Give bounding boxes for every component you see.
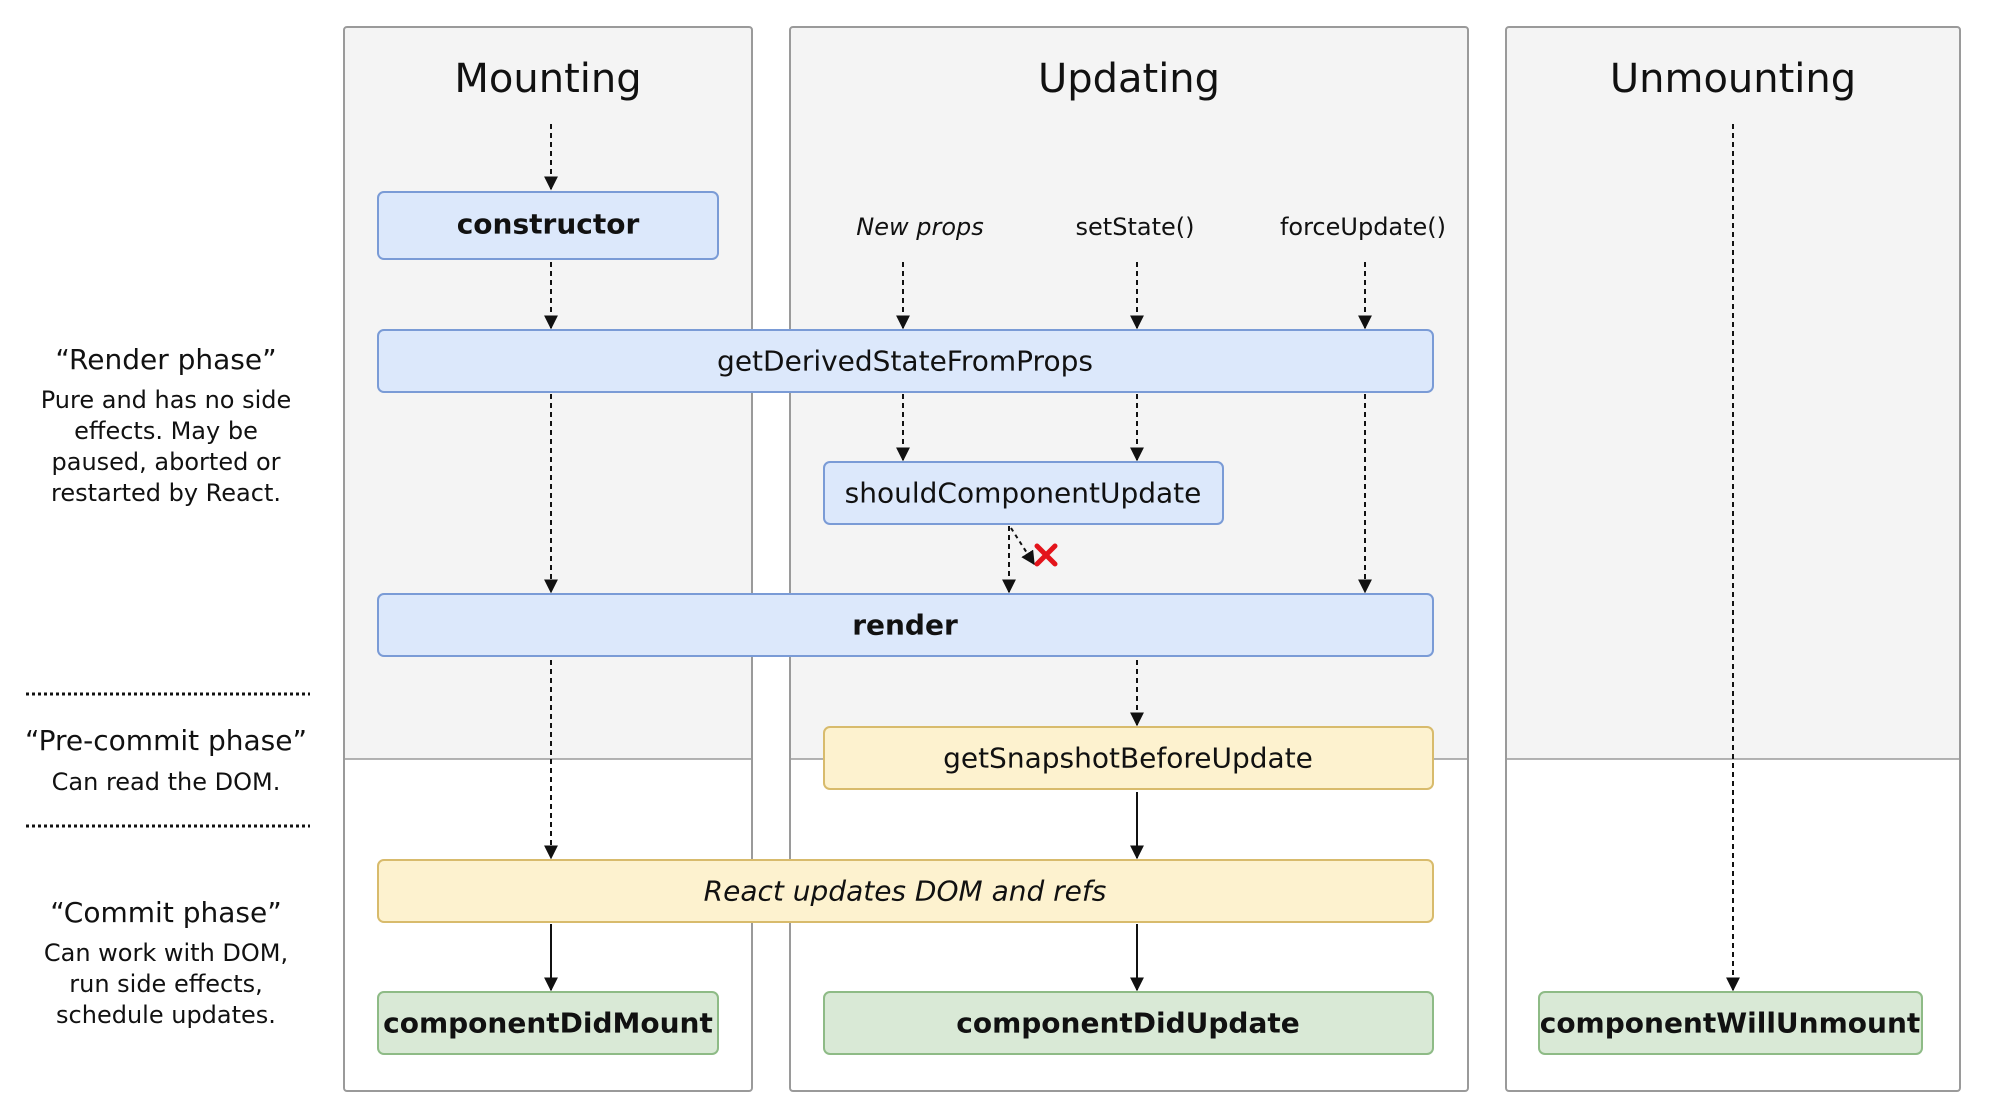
precommit-phase-desc-line: Can read the DOM.	[52, 768, 281, 796]
mounting-panel	[343, 26, 753, 1092]
precommit-phase-note: “Pre-commit phase” Can read the DOM.	[25, 724, 307, 796]
commit-phase-desc-line: Can work with DOM,	[44, 939, 288, 967]
get-snapshot-box: getSnapshotBeforeUpdate	[823, 726, 1434, 790]
render-phase-note: “Render phase” Pure and has no side effe…	[41, 343, 292, 507]
component-did-update-box: componentDidUpdate	[823, 991, 1434, 1055]
get-derived-state-box: getDerivedStateFromProps	[377, 329, 1434, 393]
render-phase-title: “Render phase”	[55, 343, 276, 376]
component-will-unmount-label: componentWillUnmount	[1540, 1007, 1921, 1040]
component-did-mount-box: componentDidMount	[377, 991, 719, 1055]
commit-phase-desc-line: schedule updates.	[56, 1001, 276, 1029]
should-component-update-label: shouldComponentUpdate	[845, 477, 1202, 510]
react-updates-label: React updates DOM and refs	[704, 875, 1107, 908]
constructor-label: constructor	[457, 208, 640, 241]
arrow-should-cancel	[1010, 527, 1035, 566]
commit-phase-desc-line: run side effects,	[69, 970, 263, 998]
arrows	[544, 124, 1740, 992]
unmounting-title: Unmounting	[1610, 56, 1856, 102]
render-phase-desc-line: Pure and has no side	[41, 386, 292, 414]
should-component-update-box: shouldComponentUpdate	[823, 461, 1224, 525]
trigger-set-state: setState()	[1076, 213, 1195, 241]
get-snapshot-label: getSnapshotBeforeUpdate	[943, 742, 1313, 775]
render-phase-desc-line: effects. May be	[74, 417, 258, 445]
precommit-phase-title: “Pre-commit phase”	[25, 724, 307, 757]
trigger-new-props: New props	[856, 213, 984, 241]
component-did-update-label: componentDidUpdate	[956, 1007, 1300, 1040]
get-derived-state-label: getDerivedStateFromProps	[717, 345, 1093, 378]
constructor-box: constructor	[377, 191, 719, 260]
component-did-mount-label: componentDidMount	[383, 1007, 713, 1040]
mounting-title: Mounting	[454, 56, 641, 102]
commit-phase-title: “Commit phase”	[50, 896, 281, 929]
render-label: render	[852, 609, 958, 642]
react-updates-box: React updates DOM and refs	[377, 859, 1434, 923]
render-box: render	[377, 593, 1434, 657]
updating-panel	[789, 26, 1469, 1092]
cancel-x-icon	[1034, 543, 1058, 567]
render-phase-desc-line: restarted by React.	[51, 479, 281, 507]
commit-phase-note: “Commit phase” Can work with DOM, run si…	[44, 896, 288, 1029]
trigger-force-update: forceUpdate()	[1280, 213, 1446, 241]
component-will-unmount-box: componentWillUnmount	[1538, 991, 1923, 1055]
updating-title: Updating	[1038, 56, 1220, 102]
render-phase-desc-line: paused, aborted or	[52, 448, 281, 476]
